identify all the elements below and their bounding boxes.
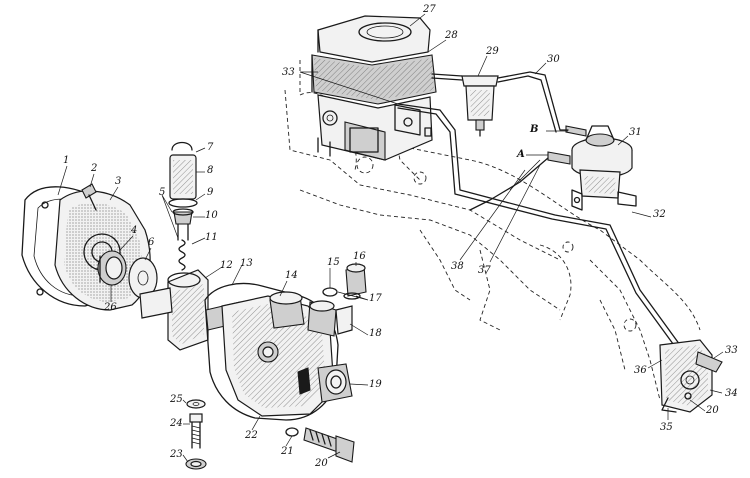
callout-37: 37 [478, 265, 491, 276]
callout-33: 33 [282, 67, 295, 78]
fittings-15-18 [322, 263, 367, 335]
callout-31: 31 [629, 127, 642, 138]
callout-20: 20 [315, 458, 328, 469]
callout-17: 17 [369, 293, 382, 304]
callout-6: 6 [148, 237, 155, 248]
callout-7: 7 [207, 142, 214, 153]
callout-3: 3 [115, 176, 122, 187]
callout-35: 35 [660, 422, 673, 433]
callout-23: 23 [170, 449, 183, 460]
callout-19: 19 [369, 379, 382, 390]
callout-29: 29 [486, 46, 499, 57]
carburetor [311, 15, 437, 161]
bolt-2 [81, 183, 97, 211]
callout-34: 34 [725, 388, 738, 399]
callout-B: B [530, 124, 539, 135]
seal-26 [97, 250, 127, 286]
fuel-pump [547, 125, 637, 211]
callout-14: 14 [285, 270, 298, 281]
callout-15: 15 [327, 257, 340, 268]
filter-element-assembly [168, 141, 198, 241]
callout-38: 38 [451, 261, 464, 272]
callout-2: 2 [91, 163, 98, 174]
callout-8: 8 [207, 165, 214, 176]
callout-A: A [517, 149, 525, 160]
callout-16: 16 [353, 251, 366, 262]
tank-outlet-valve [659, 339, 723, 413]
callout-32: 32 [653, 209, 666, 220]
callout-9: 9 [207, 187, 214, 198]
callout-36: 36 [634, 365, 647, 376]
fuel-sediment-filter [461, 75, 499, 137]
leader-lines [57, 13, 724, 463]
callout-4: 4 [131, 225, 138, 236]
callout-18: 18 [369, 328, 382, 339]
callout-28: 28 [445, 30, 458, 41]
callout-24: 24 [170, 418, 183, 429]
callout-1: 1 [63, 155, 70, 166]
callout-20b: 20 [706, 405, 719, 416]
callout-11: 11 [205, 232, 218, 243]
bolt-20-assembly [285, 427, 355, 463]
bolt-24-assembly [185, 399, 207, 470]
callout-27: 27 [423, 4, 436, 15]
spring-11 [178, 239, 186, 271]
oil-pump-body [204, 282, 353, 421]
callout-12: 12 [220, 260, 233, 271]
callout-30: 30 [547, 54, 560, 65]
callout-21: 21 [281, 446, 294, 457]
callout-10: 10 [205, 210, 218, 221]
callout-25: 25 [170, 394, 183, 405]
callout-26: 26 [104, 302, 117, 313]
fuel-lines [397, 71, 681, 349]
callout-33b: 33 [725, 345, 738, 356]
callout-13: 13 [240, 258, 253, 269]
callout-5: 5 [159, 187, 166, 198]
callout-22: 22 [245, 430, 258, 441]
